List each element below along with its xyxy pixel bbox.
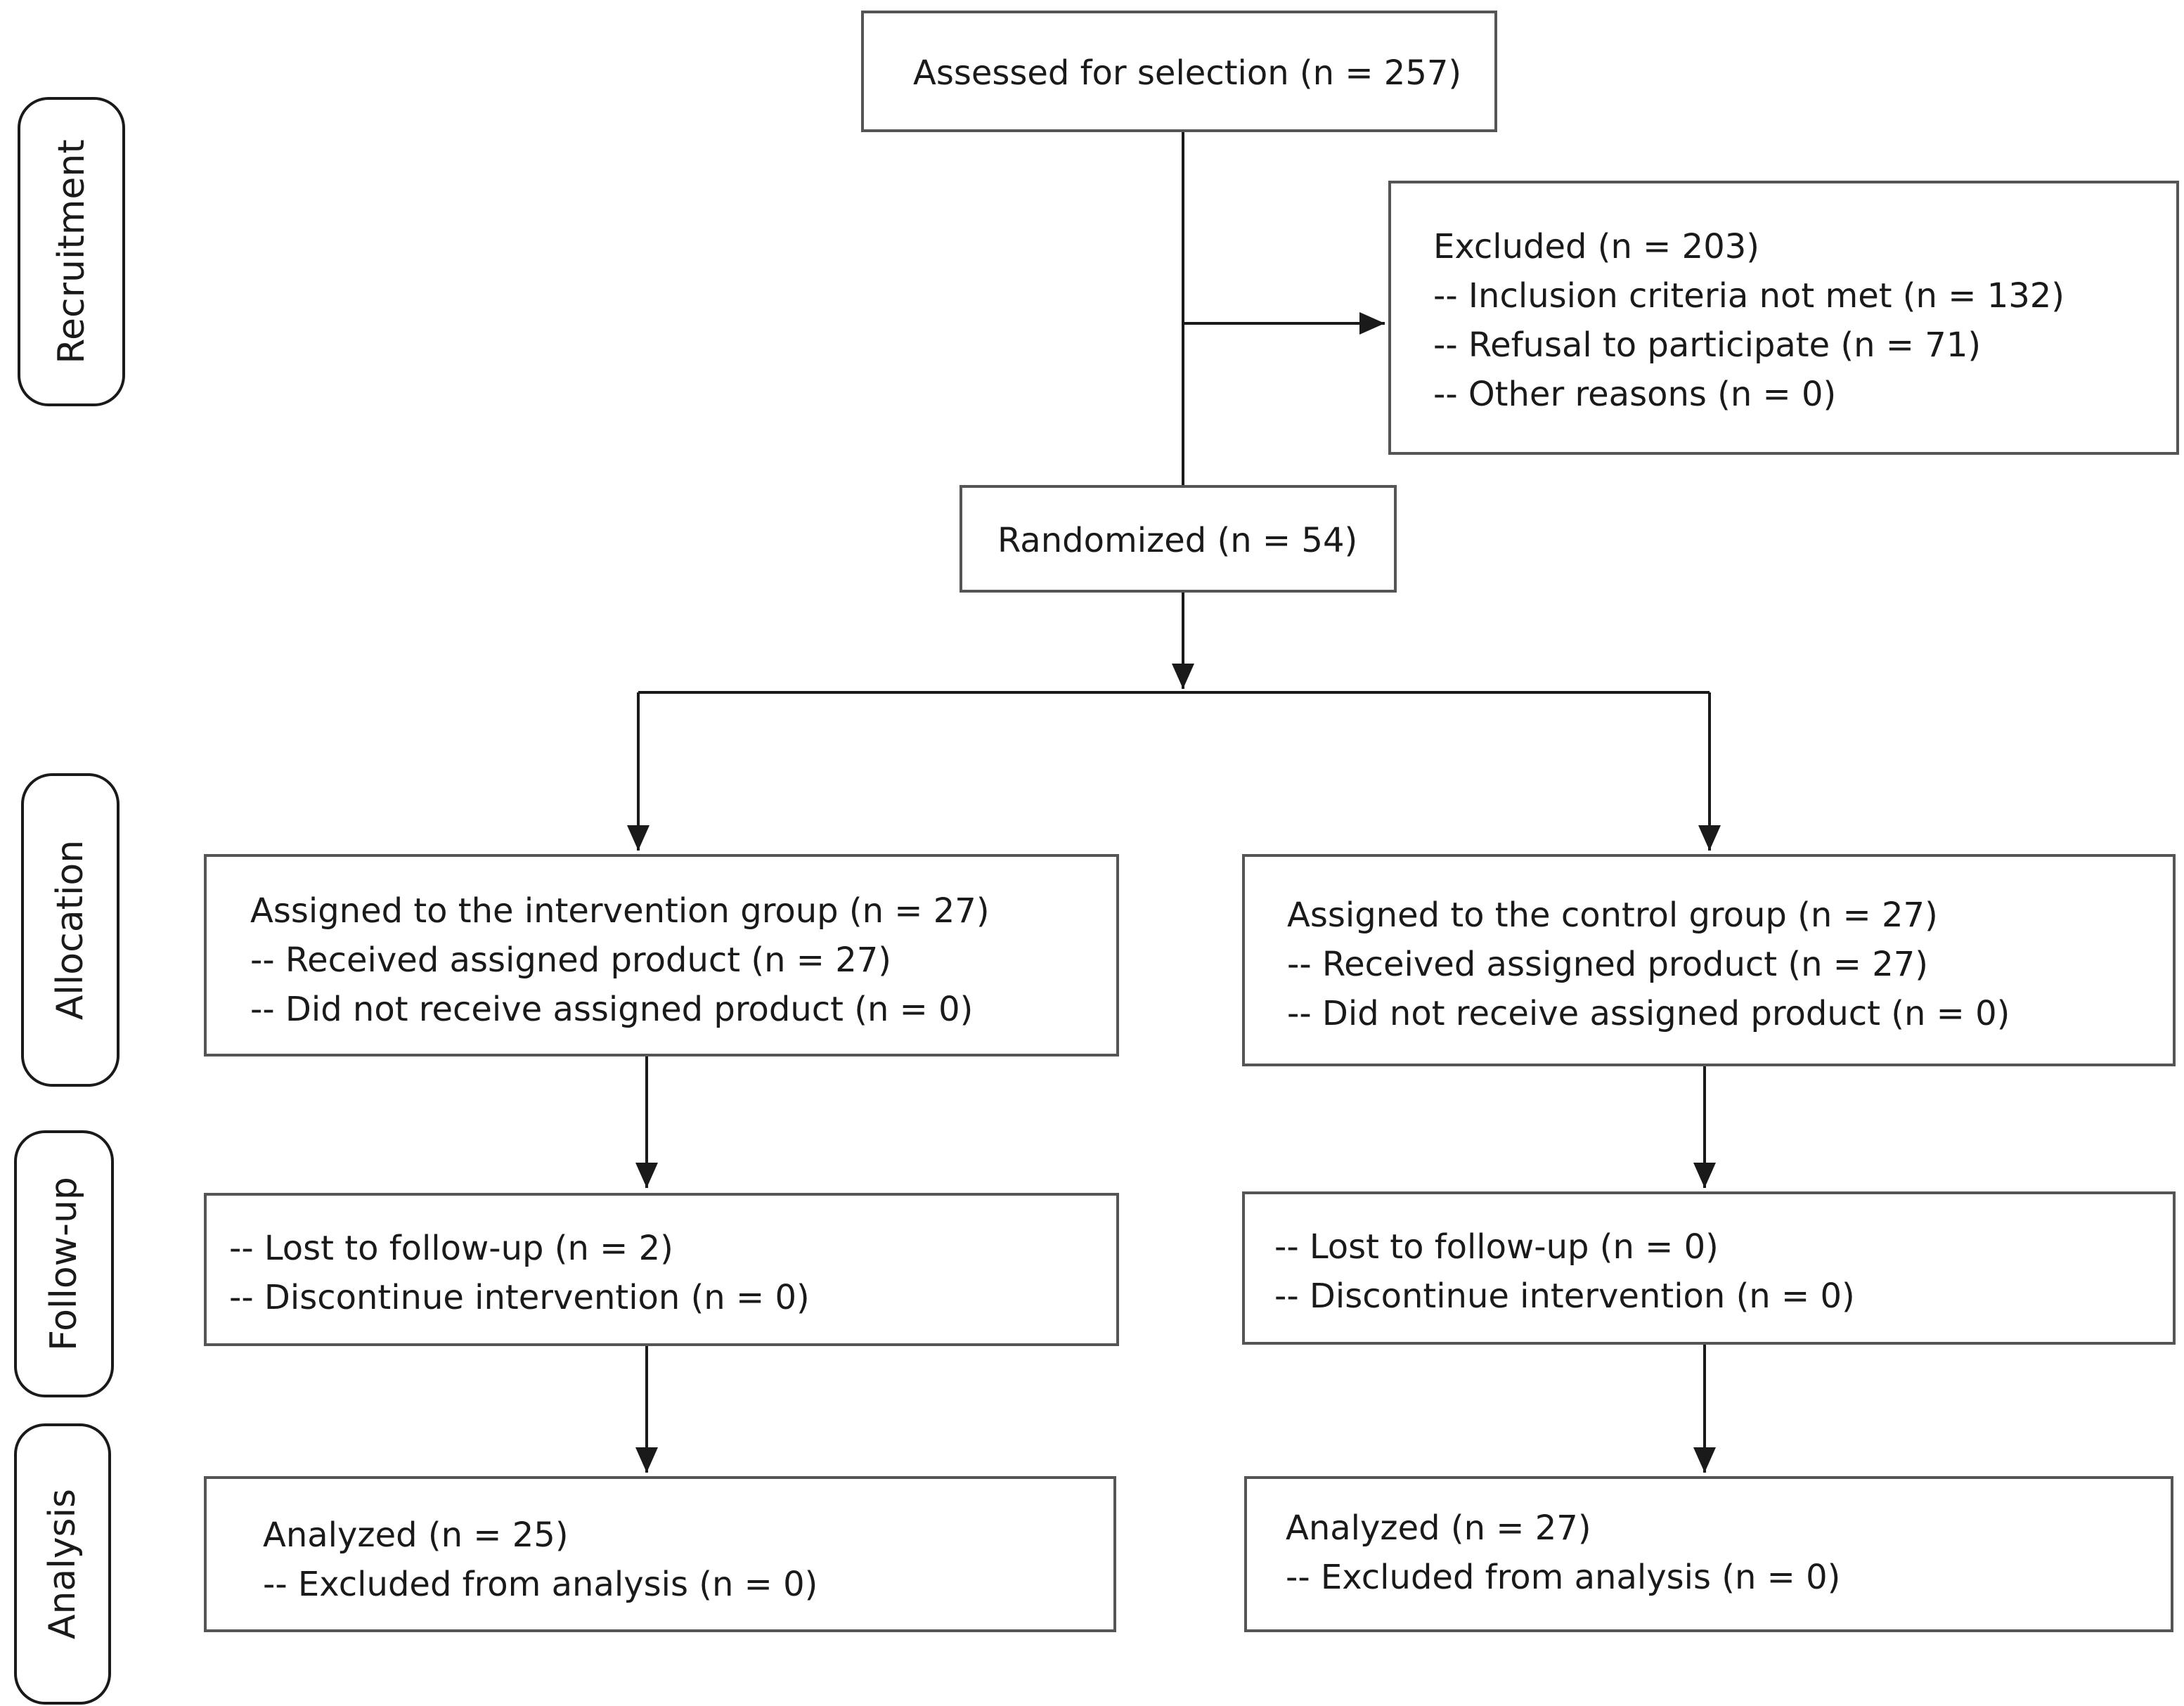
- intervention-analysis-title: Analyzed (n = 25): [263, 1516, 569, 1555]
- control-analysis-item: -- Excluded from analysis (n = 0): [1286, 1558, 1841, 1597]
- phase-label-analysis: Analysis: [41, 1488, 84, 1640]
- assessed-box: Assessed for selection (n = 257): [861, 11, 1497, 132]
- phase-followup: Follow-up: [14, 1130, 114, 1397]
- intervention-followup-item: -- Discontinue intervention (n = 0): [229, 1278, 810, 1317]
- randomized-text: Randomized (n = 54): [997, 521, 1358, 560]
- control-allocation-box: Assigned to the control group (n = 27) -…: [1242, 854, 2176, 1066]
- control-followup-item: -- Lost to follow-up (n = 0): [1274, 1227, 1719, 1267]
- randomized-box: Randomized (n = 54): [959, 485, 1397, 593]
- intervention-allocation-item: -- Did not receive assigned product (n =…: [250, 990, 974, 1029]
- phase-analysis: Analysis: [14, 1423, 111, 1705]
- phase-allocation: Allocation: [21, 773, 119, 1087]
- excluded-box: Excluded (n = 203) -- Inclusion criteria…: [1388, 181, 2179, 455]
- excluded-title: Excluded (n = 203): [1433, 227, 1759, 266]
- intervention-analysis-item: -- Excluded from analysis (n = 0): [263, 1565, 818, 1604]
- intervention-followup-item: -- Lost to follow-up (n = 2): [229, 1229, 673, 1268]
- control-analysis-title: Analyzed (n = 27): [1286, 1508, 1591, 1548]
- excluded-item: -- Other reasons (n = 0): [1433, 375, 1837, 414]
- excluded-item: -- Inclusion criteria not met (n = 132): [1433, 276, 2065, 316]
- phase-label-recruitment: Recruitment: [50, 139, 93, 364]
- control-followup-box: -- Lost to follow-up (n = 0) -- Disconti…: [1242, 1191, 2176, 1345]
- excluded-item: -- Refusal to participate (n = 71): [1433, 325, 1982, 365]
- intervention-analysis-box: Analyzed (n = 25) -- Excluded from analy…: [204, 1476, 1116, 1632]
- intervention-allocation-box: Assigned to the intervention group (n = …: [204, 854, 1119, 1056]
- intervention-allocation-title: Assigned to the intervention group (n = …: [250, 891, 990, 931]
- intervention-allocation-item: -- Received assigned product (n = 27): [250, 941, 892, 980]
- control-allocation-item: -- Did not receive assigned product (n =…: [1287, 994, 2010, 1033]
- phase-label-followup: Follow-up: [43, 1177, 85, 1351]
- control-allocation-item: -- Received assigned product (n = 27): [1287, 945, 1929, 984]
- phase-label-allocation: Allocation: [49, 839, 91, 1021]
- assessed-text: Assessed for selection (n = 257): [913, 53, 1462, 93]
- control-allocation-title: Assigned to the control group (n = 27): [1287, 896, 1938, 935]
- intervention-followup-box: -- Lost to follow-up (n = 2) -- Disconti…: [204, 1193, 1119, 1346]
- phase-recruitment: Recruitment: [18, 97, 125, 406]
- control-followup-item: -- Discontinue intervention (n = 0): [1274, 1277, 1855, 1316]
- control-analysis-box: Analyzed (n = 27) -- Excluded from analy…: [1244, 1476, 2173, 1632]
